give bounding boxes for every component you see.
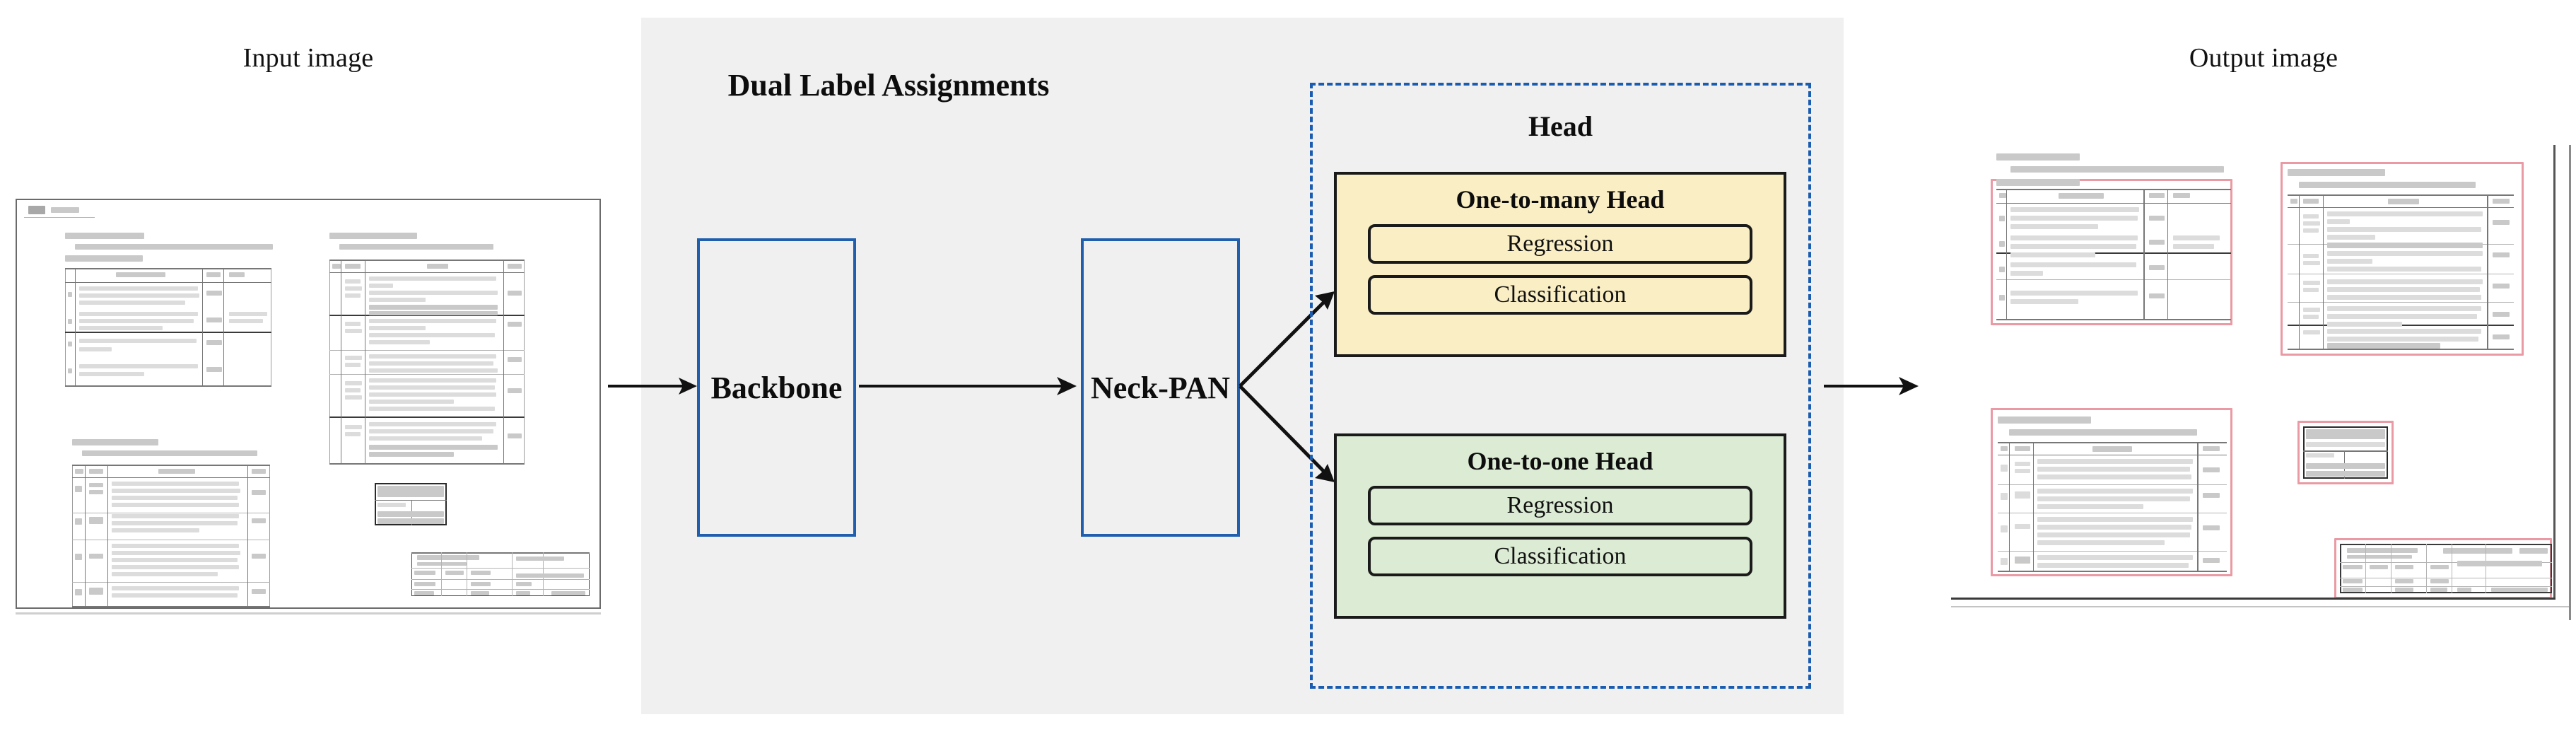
dual-label-assignments-title: Dual Label Assignments — [727, 68, 1050, 103]
detection-box-table-2 — [2281, 162, 2524, 356]
one-to-one-classification-box[interactable]: Classification — [1368, 537, 1752, 576]
output-image-caption: Output image — [2189, 43, 2338, 73]
neck-pan-label: Neck-PAN — [1090, 370, 1231, 405]
input-doc-baseline — [16, 612, 601, 614]
detection-box-stamp — [2297, 421, 2394, 484]
input-image-caption: Input image — [242, 43, 374, 73]
detection-box-table-3 — [1991, 408, 2232, 576]
output-image-thumbnail — [1951, 145, 2576, 620]
detection-box-table-1 — [1991, 179, 2232, 325]
one-to-one-head-panel[interactable]: One-to-one Head Regression Classificatio… — [1334, 433, 1786, 619]
input-image-thumbnail — [16, 199, 601, 609]
head-dashed-container — [1310, 83, 1811, 689]
backbone-block[interactable]: Backbone — [697, 238, 856, 537]
one-to-many-classification-box[interactable]: Classification — [1368, 275, 1752, 315]
neck-pan-block[interactable]: Neck-PAN — [1081, 238, 1240, 537]
one-to-many-head-title: One-to-many Head — [1456, 185, 1665, 214]
head-title: Head — [1528, 110, 1593, 142]
one-to-many-regression-box[interactable]: Regression — [1368, 224, 1752, 264]
one-to-one-head-title: One-to-one Head — [1467, 447, 1653, 475]
one-to-many-head-panel[interactable]: One-to-many Head Regression Classificati… — [1334, 172, 1786, 357]
one-to-one-regression-box[interactable]: Regression — [1368, 486, 1752, 525]
backbone-label: Backbone — [710, 370, 843, 405]
